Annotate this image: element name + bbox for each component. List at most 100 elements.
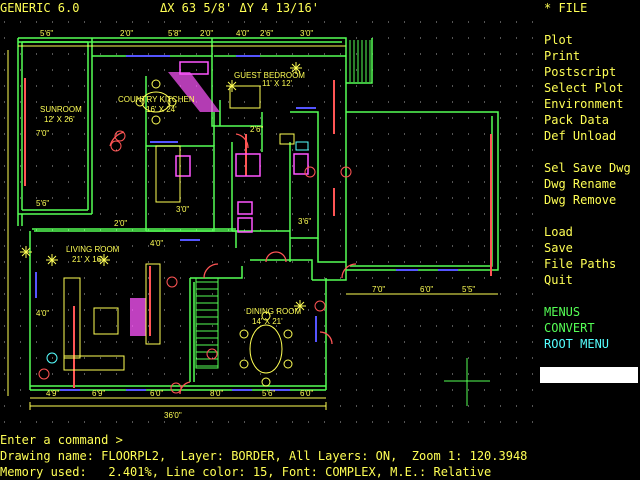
app-title: GENERIC 6.0 [0,1,80,15]
dimension-lines [7,45,498,410]
command-prompt[interactable]: Enter a command > [0,433,123,447]
fixture-circle [304,166,316,178]
menu-item-load[interactable]: Load [544,225,573,239]
sink-appliance [293,153,309,175]
menu-header-file[interactable]: * FILE [544,1,588,15]
menu-item-dwg-remove[interactable]: Dwg Remove [544,193,617,207]
wall-segment [317,238,346,263]
menu-item-file-paths[interactable]: File Paths [544,257,617,271]
coordinate-readout: ΔX 63 5/8' ΔY 4 13/16' [160,1,319,15]
menu-item-quit[interactable]: Quit [544,273,573,287]
wall-segment [250,259,313,280]
menu-item-environment[interactable]: Environment [544,97,624,111]
menu-item-save[interactable]: Save [544,241,573,255]
label-bedroom-size: 11' X 12' [262,79,293,88]
title-bar: GENERIC 6.0 ΔX 63 5/8' ΔY 4 13/16' [0,0,536,16]
cyan-fixture [295,141,309,151]
menu-item-select-plot[interactable]: Select Plot [544,81,624,95]
chair [135,97,145,107]
status-line-1: Drawing name: FLOORPL2, Layer: BORDER, A… [0,449,528,463]
wall-segment [211,56,262,127]
dimension-text: 4'0" [36,309,49,318]
dimension-text: 3'0" [300,29,313,38]
menu-item-plot[interactable]: Plot [544,33,573,47]
dimension-text: 6'0" [420,285,433,294]
dimension-text: 2'0" [120,29,133,38]
wall-segment [21,41,89,211]
dimension-text: 5'6" [262,389,275,398]
dimension-text: 2'0" [114,219,127,228]
label-bedroom: GUEST BEDROOM [234,71,305,80]
menu-item-pack-data[interactable]: Pack Data [544,113,610,127]
dimension-text: 36'0" [164,411,182,420]
dimension-text: 6'0" [300,389,313,398]
chair [283,359,293,369]
door-swing [341,263,357,279]
dimension-text: 8'0" [210,389,223,398]
crosshair-cursor-icon [444,358,490,406]
ceiling-light-icon [294,300,306,312]
label-living-room: LIVING ROOM [66,245,120,254]
dimension-text: 3'6" [298,217,311,226]
dimension-text: 7'0" [372,285,385,294]
wall-segment [190,266,243,279]
dimension-text: 4'0" [150,239,163,248]
door-swing [235,133,249,149]
dining-table [249,324,283,374]
door-swing [319,331,333,345]
kitchen-island-hatched [168,72,220,112]
menu-item-postscript[interactable]: Postscript [544,65,617,79]
fixture-circle [114,130,126,142]
wall-segment [346,38,373,84]
stair-outline [195,278,219,369]
dimension-text: 2'0" [200,29,213,38]
wall-segment [18,37,347,281]
menu-item-dwg-rename[interactable]: Dwg Rename [544,177,617,191]
dimension-text: 6'0" [150,389,163,398]
menu-item-convert[interactable]: CONVERT [544,321,595,335]
inner-wall-line [18,41,342,387]
fixture-circle [206,348,218,360]
counter-unit [179,61,209,75]
sofa [63,277,81,359]
fixture-circle [110,140,122,152]
fixture-circle [166,276,178,288]
dryer-appliance [237,217,253,233]
ceiling-light-icon [98,254,110,266]
dimension-text: 3'0" [176,205,189,214]
status-line-2: Memory used: 2.401%, Line color: 15, Fon… [0,465,492,479]
oven-appliance [235,153,261,177]
fireplace-hatched [130,298,146,336]
fixture-circle [314,300,326,312]
dimension-line-outer [7,45,346,396]
door-swing [203,263,219,279]
guest-bed [229,85,261,109]
kitchen-table [141,91,171,113]
dimension-text: 5'5" [462,285,475,294]
ceiling-light-icon [290,62,302,74]
menu-item-menus[interactable]: MENUS [544,305,581,319]
washer-appliance [237,201,253,215]
dimension-text: 6'9" [92,389,105,398]
ceiling-light-icon [46,254,58,266]
fixtures-furniture [20,40,492,395]
menu-item-sel-save-dwg[interactable]: Sel Save Dwg [544,161,631,175]
door-swing [265,251,287,263]
fixture-circle [340,166,352,178]
door-swing [179,381,191,395]
menu-input-field[interactable] [540,367,638,383]
label-dining-room: DINING ROOM [246,307,301,316]
label-kitchen: COUNTRY KITCHEN [118,95,195,104]
nightstand [279,133,295,145]
wall-segment [231,142,291,262]
dimension-line-bottom-total [29,402,327,410]
menu-item-print[interactable]: Print [544,49,581,63]
dimension-text: 2'6" [260,29,273,38]
menu-item-root-menu[interactable]: ROOT MENU [544,337,610,351]
menu-item-def-unload[interactable]: Def Unload [544,129,617,143]
command-area: Enter a command > Drawing name: FLOORPL2… [0,432,640,480]
label-sunroom: SUNROOM [40,105,82,114]
dimension-text: 5'6" [40,29,53,38]
